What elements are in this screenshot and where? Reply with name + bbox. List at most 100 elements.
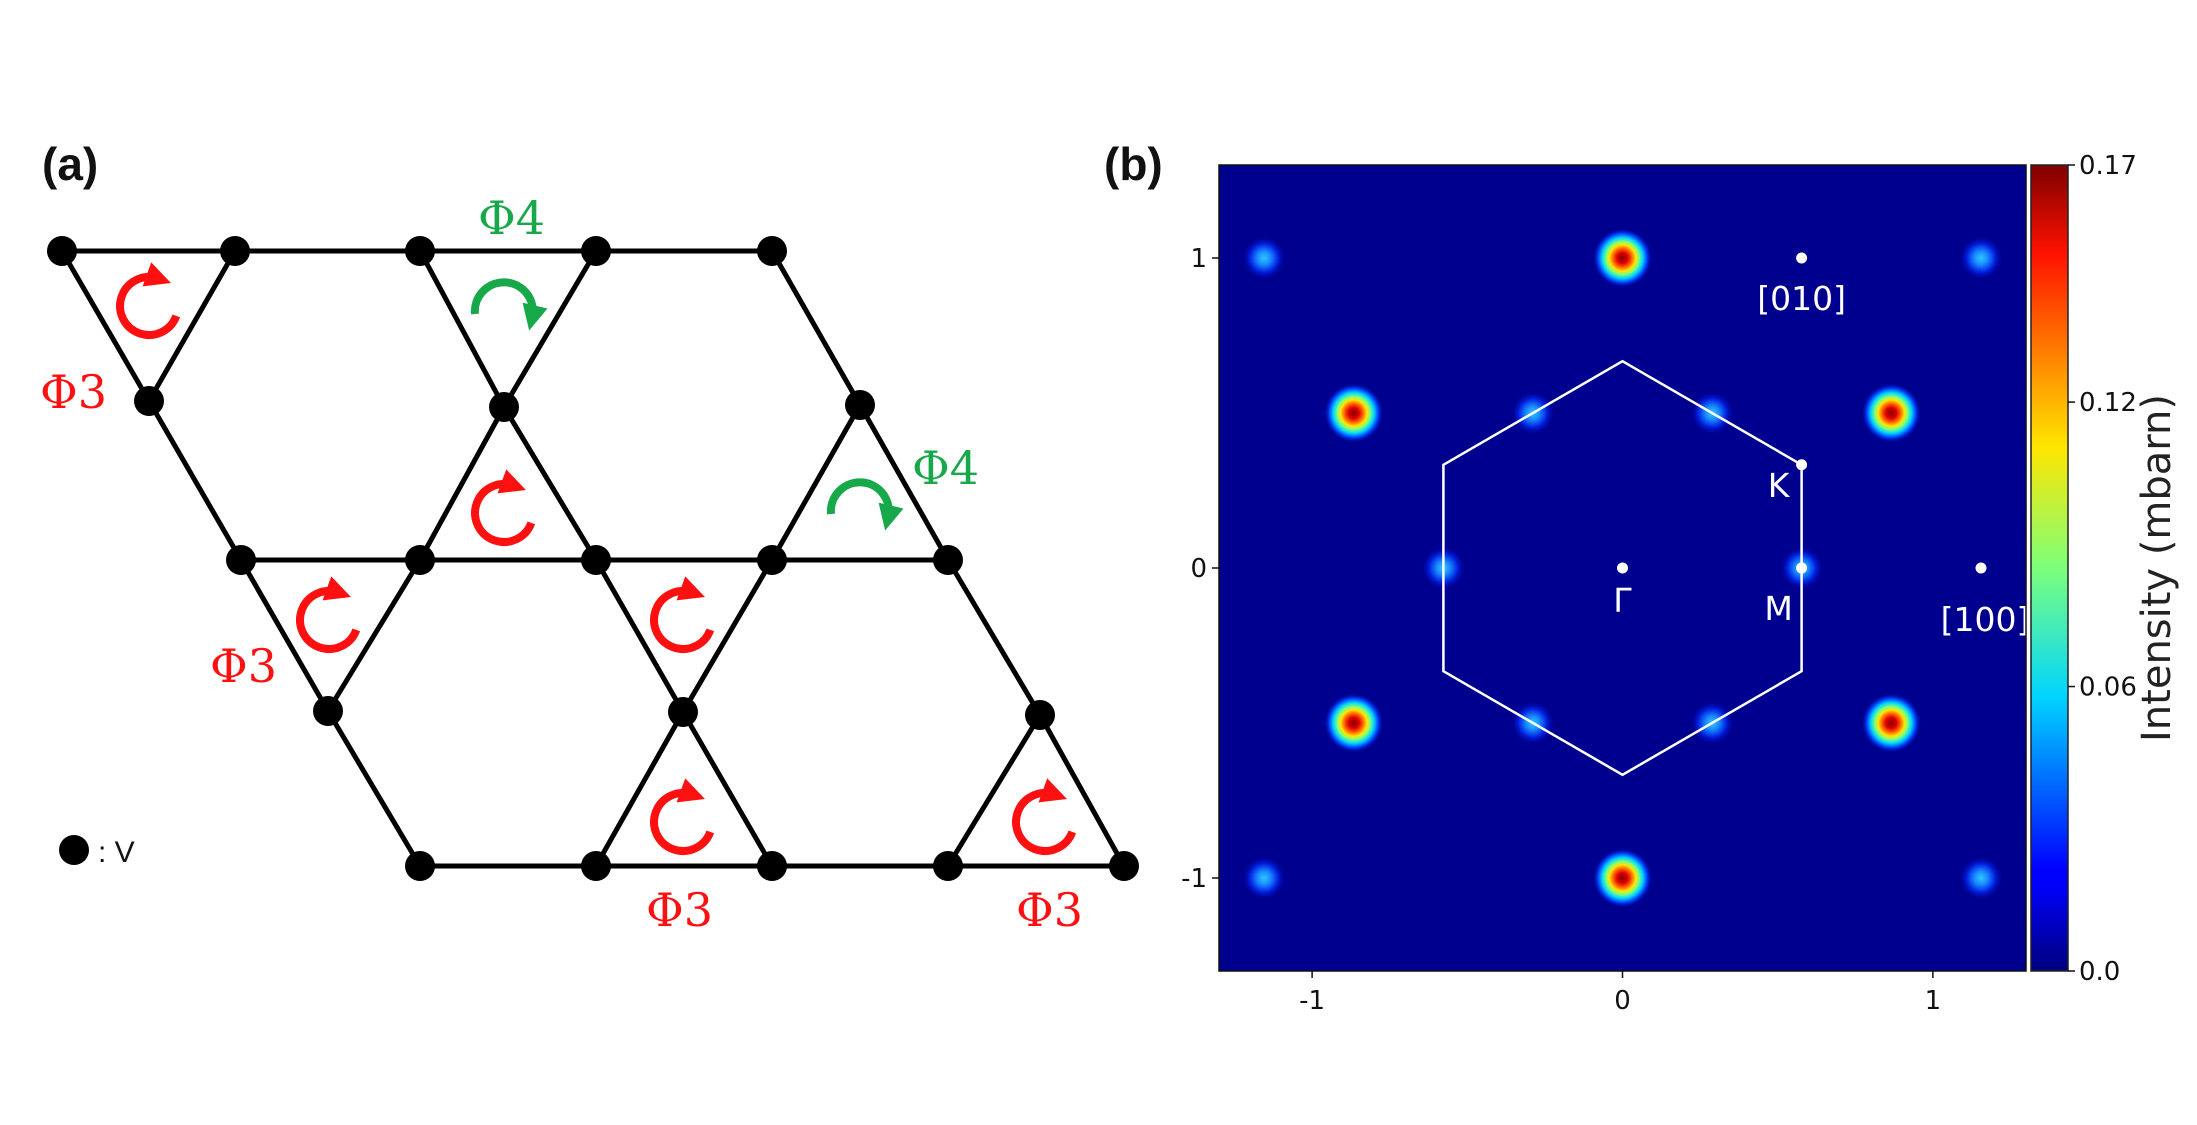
high-symmetry-point-marker — [1796, 252, 1808, 264]
phi3-loop-arrow — [650, 778, 715, 855]
lattice-bond — [857, 402, 951, 563]
y-tick-label: -1 — [1181, 864, 1207, 894]
vanadium-site — [581, 851, 611, 881]
high-symmetry-point-label: Γ — [1613, 581, 1632, 620]
lattice-bond — [680, 709, 775, 869]
legend-site-marker — [59, 835, 89, 865]
strong-bragg-peak — [1861, 383, 1922, 443]
weak-bragg-peak — [1958, 236, 2003, 280]
lattice-bond — [680, 557, 775, 715]
vanadium-site — [47, 236, 77, 266]
high-symmetry-point-label: [010] — [1757, 279, 1846, 318]
high-symmetry-point-marker — [1975, 562, 1987, 574]
vanadium-site — [313, 696, 343, 726]
bragg-peaks — [1242, 228, 2003, 908]
phi4-loop-arrow — [826, 478, 904, 531]
vanadium-site — [1109, 851, 1139, 881]
weak-bragg-peak — [1958, 856, 2003, 900]
loop-label-phi3: Φ3 — [40, 365, 107, 419]
colorbar-title: Intensity (mbarn) — [2134, 394, 2180, 742]
high-symmetry-point-marker — [1796, 562, 1808, 574]
phi3-loop-arrow — [1012, 778, 1077, 855]
weak-bragg-peak — [1242, 236, 1287, 280]
vanadium-site — [933, 851, 963, 881]
lattice-bond — [417, 404, 507, 563]
lattice-bond — [417, 248, 507, 410]
lattice-bond — [945, 712, 1043, 869]
colorbar-gradient — [2030, 164, 2069, 972]
strong-bragg-peak — [1861, 693, 1922, 753]
vanadium-site — [220, 236, 250, 266]
loop-label-phi4: Φ4 — [478, 191, 545, 245]
y-tick-label: 1 — [1190, 244, 1207, 274]
lattice-bond — [769, 402, 863, 563]
panel-a-label: (a) — [42, 138, 98, 190]
colorbar: 0.17 0.12 0.06 0.0 Intensity (mbarn) — [2030, 151, 2180, 987]
vanadium-sites — [47, 236, 1139, 881]
lattice-bond — [238, 557, 331, 714]
lattice-bond — [593, 557, 686, 715]
phi3-loop-arrow — [116, 262, 181, 339]
weak-bragg-peak — [1242, 856, 1287, 900]
loop-label-phi3: Φ3 — [1016, 883, 1083, 937]
colorbar-tick-label: 0.0 — [2079, 957, 2120, 987]
x-tick-label: 1 — [1925, 986, 1942, 1016]
lattice-bond — [325, 708, 423, 869]
lattice-bond — [146, 398, 244, 563]
x-tick-label: 0 — [1614, 986, 1631, 1016]
strong-bragg-peak — [1592, 228, 1653, 288]
lattice-bond — [945, 557, 1043, 718]
vanadium-site — [489, 392, 519, 422]
strong-bragg-peak — [1592, 848, 1653, 908]
loop-label-phi4: Φ4 — [912, 441, 979, 495]
map-axes: -1 0 1 1 0 -1 — [1181, 164, 2027, 1016]
high-symmetry-point-marker — [1617, 562, 1628, 574]
phi4-loop-arrow — [470, 278, 548, 331]
vanadium-site — [933, 545, 963, 575]
loop-label-phi3: Φ3 — [646, 883, 713, 937]
vanadium-site — [405, 236, 435, 266]
high-symmetry-point-label: M — [1764, 589, 1792, 628]
lattice-bond — [593, 709, 686, 869]
strong-bragg-peak — [1323, 383, 1384, 443]
vanadium-site — [757, 545, 787, 575]
kagome-lattice — [47, 236, 1139, 881]
lattice-bonds — [59, 248, 1127, 869]
phi3-loop-arrow — [471, 469, 536, 546]
vanadium-site — [226, 545, 256, 575]
colorbar-tick-label: 0.17 — [2079, 151, 2137, 181]
phi3-loop-arrow — [650, 576, 715, 653]
vanadium-site — [757, 851, 787, 881]
lattice-bond — [501, 404, 599, 563]
vanadium-site — [845, 390, 875, 420]
phi3-loop-arrow — [296, 576, 361, 653]
vanadium-site — [134, 386, 164, 416]
y-tick-label: 0 — [1190, 554, 1207, 584]
loop-label-phi3: Φ3 — [210, 639, 277, 693]
colorbar-ticks: 0.17 0.12 0.06 0.0 — [2068, 151, 2137, 987]
circulation-loops — [116, 262, 1077, 855]
vanadium-site — [581, 545, 611, 575]
x-tick-label: -1 — [1299, 986, 1325, 1016]
strong-bragg-peak — [1323, 693, 1384, 753]
vanadium-site — [757, 236, 787, 266]
lattice-bond — [146, 248, 238, 404]
lattice-bond — [501, 248, 599, 410]
high-symmetry-point-marker — [1796, 459, 1808, 471]
colorbar-tick-label: 0.12 — [2079, 388, 2137, 418]
vanadium-site — [405, 545, 435, 575]
lattice-bond — [769, 248, 863, 408]
vanadium-site — [1025, 700, 1055, 730]
legend-text: : V — [98, 836, 135, 869]
lattice-bond — [325, 557, 423, 714]
map-frame — [1218, 164, 2027, 972]
vanadium-site — [405, 851, 435, 881]
panel-b-label: (b) — [1104, 138, 1163, 190]
high-symmetry-point-label: K — [1768, 466, 1791, 505]
vanadium-site — [581, 236, 611, 266]
colorbar-tick-label: 0.06 — [2079, 673, 2137, 703]
